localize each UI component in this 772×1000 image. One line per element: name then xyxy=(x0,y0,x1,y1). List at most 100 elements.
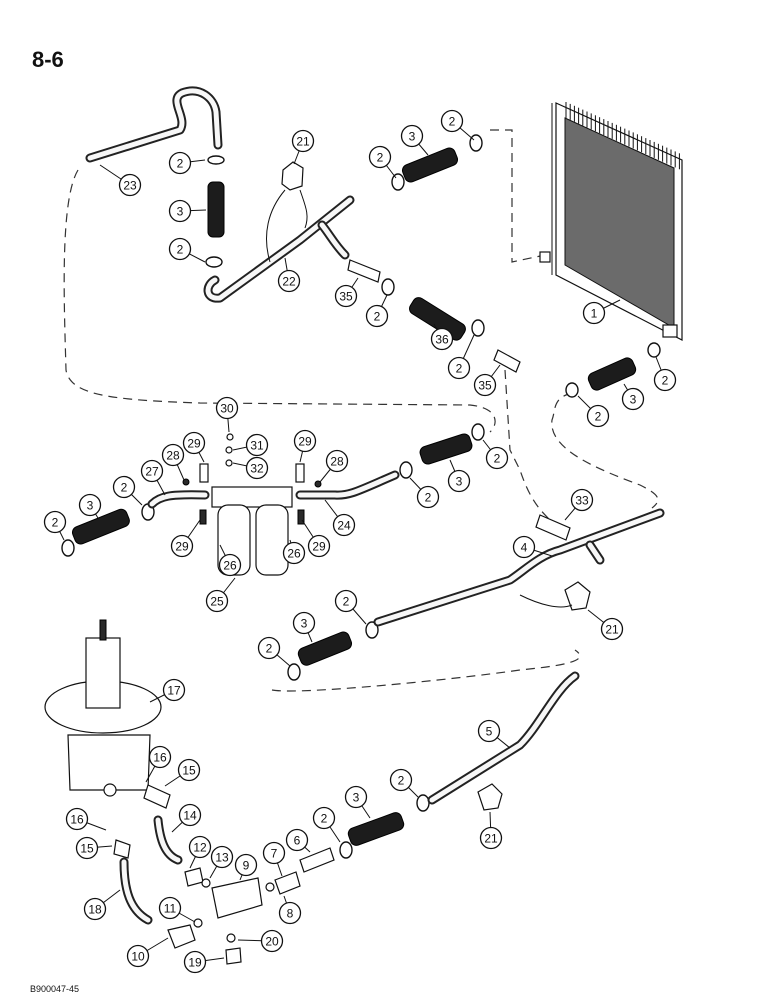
callout-circle xyxy=(307,534,331,558)
tube-23 xyxy=(85,86,223,163)
callout-label: 17 xyxy=(167,683,181,697)
callout-circle xyxy=(65,807,89,831)
callout-label: 6 xyxy=(294,833,301,847)
callout-label: 2 xyxy=(595,409,602,423)
callout-circle xyxy=(158,896,182,920)
callout-circle xyxy=(75,836,99,860)
callout-2: 2 xyxy=(168,237,192,261)
callout-circle xyxy=(210,845,234,869)
callout-15: 15 xyxy=(75,836,99,860)
callout-label: 2 xyxy=(377,150,384,164)
callout-label: 35 xyxy=(339,289,353,303)
callout-2: 2 xyxy=(485,446,509,470)
callout-label: 7 xyxy=(271,846,278,860)
callout-2: 2 xyxy=(312,806,336,830)
callout-circle xyxy=(182,431,206,455)
callout-label: 30 xyxy=(220,401,234,415)
callout-2: 2 xyxy=(416,485,440,509)
callout-2: 2 xyxy=(334,589,358,613)
callout-leaders xyxy=(54,120,666,963)
callout-label: 2 xyxy=(456,361,463,375)
callout-label: 3 xyxy=(409,129,416,143)
callout-3: 3 xyxy=(621,387,645,411)
callout-circle xyxy=(600,617,624,641)
callout-28: 28 xyxy=(161,443,185,467)
callout-label: 33 xyxy=(575,493,589,507)
callout-circle xyxy=(245,456,269,480)
callout-3: 3 xyxy=(447,469,471,493)
callout-label: 32 xyxy=(250,461,264,475)
callout-label: 2 xyxy=(52,515,59,529)
callout-label: 3 xyxy=(456,474,463,488)
callout-label: 24 xyxy=(337,518,351,532)
callout-19: 19 xyxy=(183,950,207,974)
callout-2: 2 xyxy=(447,356,471,380)
reference-code: B900047-45 xyxy=(30,984,80,994)
callout-circle xyxy=(582,301,606,325)
callout-circle xyxy=(178,803,202,827)
callout-label: 3 xyxy=(353,790,360,804)
callout-label: 2 xyxy=(121,480,128,494)
tube-4 xyxy=(373,508,665,627)
callout-label: 2 xyxy=(662,373,669,387)
callout-circle xyxy=(245,433,269,457)
callout-5: 5 xyxy=(477,719,501,743)
hose-clamps xyxy=(61,134,661,859)
motor-17 xyxy=(44,619,162,797)
oil-cooler-radiator xyxy=(539,102,683,341)
callout-circle xyxy=(162,678,186,702)
callout-21: 21 xyxy=(600,617,624,641)
callout-label: 2 xyxy=(177,156,184,170)
callout-circle xyxy=(161,443,185,467)
callout-circle xyxy=(389,768,413,792)
callout-label: 27 xyxy=(145,464,159,478)
callout-2: 2 xyxy=(440,109,464,133)
callout-label: 9 xyxy=(243,858,250,872)
callout-label: 19 xyxy=(188,955,202,969)
callout-label: 13 xyxy=(215,850,229,864)
callout-10: 10 xyxy=(126,944,150,968)
callout-label: 26 xyxy=(223,558,237,572)
callout-8: 8 xyxy=(278,901,302,925)
callout-label: 10 xyxy=(131,949,145,963)
callout-circle xyxy=(293,429,317,453)
callout-circle xyxy=(653,368,677,392)
callout-circle xyxy=(277,269,301,293)
callout-label: 3 xyxy=(630,392,637,406)
callout-label: 2 xyxy=(494,451,501,465)
callout-circle xyxy=(118,173,142,197)
callout-21: 21 xyxy=(479,826,503,850)
callout-circle xyxy=(257,636,281,660)
lower-fittings xyxy=(113,784,335,965)
callout-circle xyxy=(365,304,389,328)
callout-25: 25 xyxy=(205,589,229,613)
callout-label: 2 xyxy=(177,242,184,256)
callout-circle xyxy=(285,828,309,852)
callout-2: 2 xyxy=(653,368,677,392)
callout-11: 11 xyxy=(158,896,182,920)
callout-label: 29 xyxy=(312,539,326,553)
callout-2: 2 xyxy=(368,145,392,169)
callout-label: 18 xyxy=(88,902,102,916)
callout-circle xyxy=(292,611,316,635)
callout-circle xyxy=(400,124,424,148)
callout-label: 2 xyxy=(449,114,456,128)
callout-label: 8 xyxy=(287,906,294,920)
callout-16: 16 xyxy=(148,745,172,769)
callout-16: 16 xyxy=(65,807,89,831)
callout-label: 2 xyxy=(321,811,328,825)
callout-circle xyxy=(78,493,102,517)
callout-28: 28 xyxy=(325,449,349,473)
callout-circle xyxy=(126,944,150,968)
callout-circle xyxy=(218,553,242,577)
callout-label: 23 xyxy=(123,178,137,192)
callout-circle xyxy=(447,469,471,493)
callout-3: 3 xyxy=(78,493,102,517)
hoses xyxy=(71,147,637,846)
callout-label: 29 xyxy=(298,434,312,448)
callout-circle xyxy=(170,534,194,558)
callout-circle xyxy=(168,151,192,175)
callout-label: 11 xyxy=(164,901,177,915)
callout-36: 36 xyxy=(430,327,454,351)
